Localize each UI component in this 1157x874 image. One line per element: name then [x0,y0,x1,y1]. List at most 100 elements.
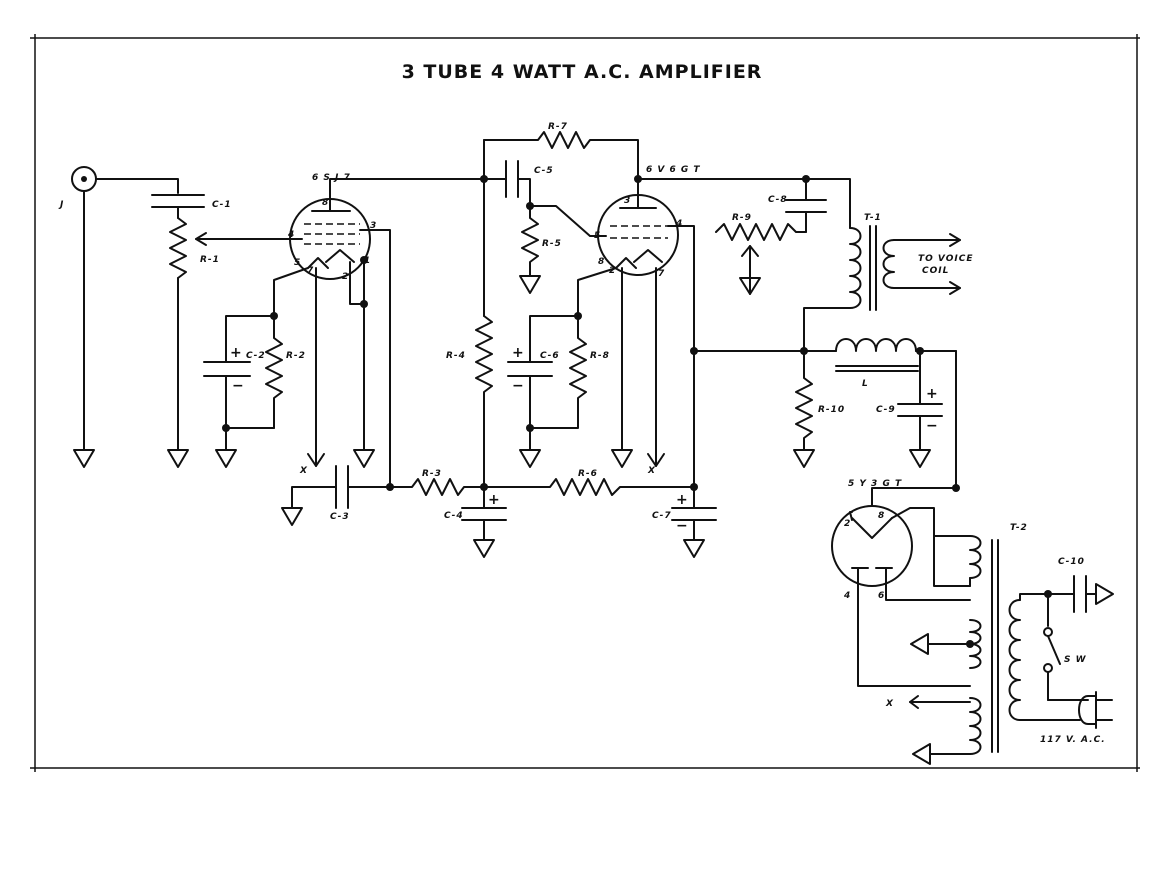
wire-v1-cathode [273,267,309,317]
label-c8: C-8 [768,195,788,205]
chassis-ground-arrow [912,743,931,765]
plus-sign: + [230,345,242,361]
resistor-r3: R-3 [399,469,485,496]
label-c10: C-10 [1058,557,1085,567]
capacitor-c6: + − C-6 [507,315,579,468]
minus-sign: − [232,378,244,394]
wire-v3-pin2 [849,511,853,521]
wire-v1-pin2 [349,261,365,305]
pin-label: 3 [624,196,630,206]
wire-v3-hv [933,535,971,587]
wire-v3-cathode [871,487,957,507]
switch-sw: S W [1043,593,1089,701]
pin-label: 8 [878,511,884,521]
wire-v1-plate [329,178,485,212]
wire-v3-pin4 [857,567,971,687]
tube-v2: 6 V 6 G T 3 4 5 8 2 7 [594,165,701,279]
capacitor-c7: + − C-7 [652,486,717,558]
label-c5: C-5 [534,166,554,176]
capacitor-c10: C-10 [1047,557,1114,613]
label-x: X [885,699,894,709]
drawing-frame [30,34,1140,772]
label-t1: T-1 [864,213,882,223]
minus-sign: − [676,518,688,534]
plus-sign: + [676,492,688,508]
label-x: X [647,466,656,476]
label-r9: R-9 [732,213,752,223]
pin-label: 7 [658,269,665,279]
pin-label: 2 [844,519,850,529]
wire-v2-cathode [577,267,617,317]
label-x: X [299,466,308,476]
minus-sign: − [512,378,524,394]
pin-label: 3 [370,221,376,231]
wire-v3-pin6 [885,567,971,601]
chassis-ground-arrow [910,633,929,655]
resistor-r7: R-7 [483,122,639,180]
pin-label: 6 [878,591,884,601]
ac-plug: 117 V. A.C. [1040,691,1113,745]
pin-label: 7 [307,266,314,276]
capacitor-c1: C-1 [151,194,232,219]
pin-label: 2 [342,272,348,282]
label-r8: R-8 [590,351,610,361]
resistor-r5: R-5 [519,205,562,294]
plus-sign: + [512,345,524,361]
label-t2: T-2 [1010,523,1028,533]
pin-label: 4 [843,591,850,601]
minus-sign: − [926,418,938,434]
label-c6: C-6 [540,351,560,361]
label-tube-v2: 6 V 6 G T [646,165,701,175]
transformer-t1: T-1 TO VOICE COIL [803,213,973,352]
label-c2: C-2 [246,351,266,361]
label-c4: C-4 [444,511,464,521]
wire-v2-output [637,178,851,229]
resistor-r4: R-4 [446,139,493,488]
diagram-title: 3 TUBE 4 WATT A.C. AMPLIFIER [402,61,763,83]
label-voice-2: COIL [922,266,949,276]
wire-v3-pin8 [891,507,971,537]
pin-label: 8 [598,257,604,267]
label-c9: C-9 [876,405,896,415]
capacitor-c8: C-8 [768,178,827,233]
label-voice-1: TO VOICE [918,254,973,264]
resistor-r6: R-6 [483,469,695,496]
pin-label: 5 [294,258,300,268]
label-c3: C-3 [330,512,350,522]
label-r5: R-5 [542,239,562,249]
label-r10: R-10 [818,405,845,415]
resistor-r1: R-1 [167,217,303,468]
label-r2: R-2 [286,351,306,361]
label-c7: C-7 [652,511,672,521]
pin-label: 4 [675,219,682,229]
capacitor-c4: + C-4 [444,486,507,558]
label-choke: L [862,379,869,389]
capacitor-c3: C-3 [281,465,401,526]
tube-v1: 6 S J 7 8 4 3 5 7 2 1 [287,173,376,282]
plus-sign: + [488,492,500,508]
resistor-r10: R-10 [793,350,845,468]
wire-v2-screen [667,225,695,488]
pin-label: 4 [287,230,294,240]
wire-v1-screen [359,229,391,488]
label-switch: S W [1064,655,1087,665]
label-r1: R-1 [200,255,220,265]
capacitor-c5: C-5 [483,160,554,210]
label-mains: 117 V. A.C. [1040,735,1106,745]
pin-label: 8 [322,198,328,208]
label-c1: C-1 [212,200,232,210]
label-r7: R-7 [548,122,568,132]
arrow-head [909,695,919,709]
capacitor-c2: + − C-2 [203,315,275,468]
input-jack: J [58,166,179,468]
label-r4: R-4 [446,351,466,361]
pin-label: 2 [609,266,615,276]
label-tube-v3: 5 Y 3 G T [848,479,902,489]
choke-l: L [835,338,957,389]
pin-label: 5 [594,231,600,241]
resistor-r8: R-8 [529,315,610,429]
plus-sign: + [926,386,938,402]
resistor-r9: R-9 [715,213,807,295]
label-jack: J [58,200,64,210]
